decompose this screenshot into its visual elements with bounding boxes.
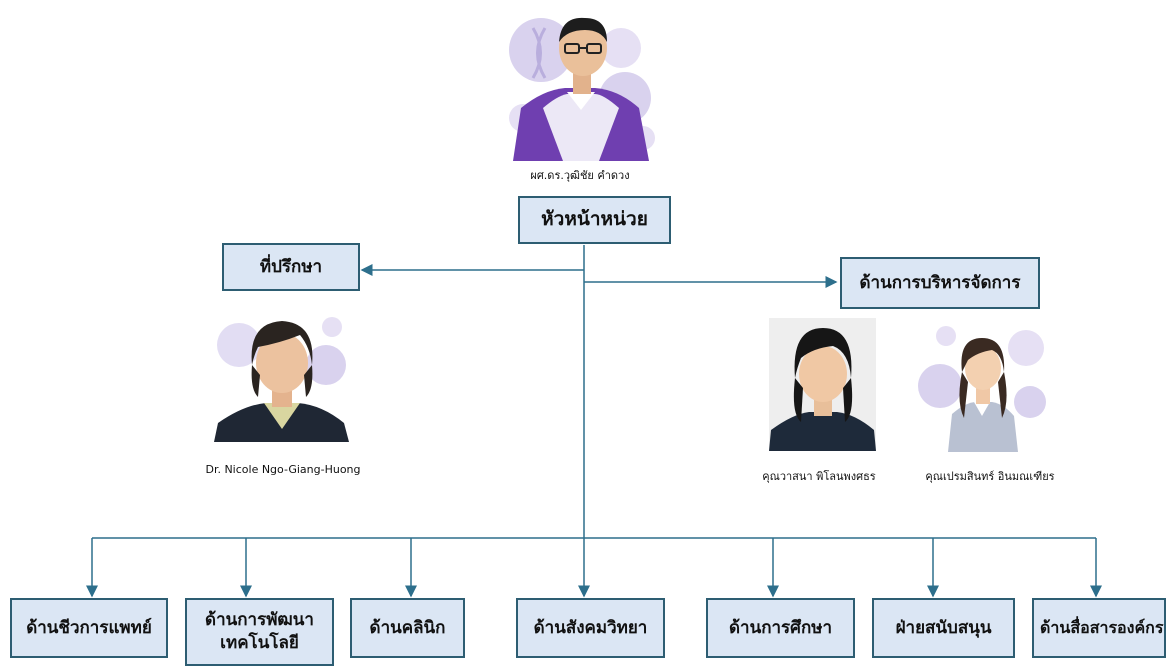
department-sociology: ด้านสังคมวิทยา: [516, 598, 665, 658]
management-box: ด้านการบริหารจัดการ: [840, 257, 1040, 309]
person-portrait-icon: [214, 305, 349, 442]
department-label: ด้านคลินิก: [369, 617, 446, 638]
manager-name-2: คุณเปรมสินทร์ อินมณเฑียร: [925, 470, 1055, 483]
department-biomedical: ด้านชีวการแพทย์: [10, 598, 168, 658]
department-support: ฝ่ายสนับสนุน: [872, 598, 1015, 658]
advisor-name: Dr. Nicole Ngo-Giang-Huong: [205, 463, 361, 476]
head-name: ผศ.ดร.วุฒิชัย คำดวง: [530, 169, 630, 182]
department-label-line2: เทคโนโลยี: [220, 633, 299, 653]
department-label: ฝ่ายสนับสนุน: [895, 617, 992, 638]
department-tech-development: ด้านการพัฒนา เทคโนโลยี: [185, 598, 334, 666]
department-education: ด้านการศึกษา: [706, 598, 855, 658]
person-portrait-icon: [918, 318, 1046, 452]
manager-photo-2: [918, 318, 1046, 452]
department-label: ด้านสังคมวิทยา: [533, 617, 648, 638]
department-label: ด้านสื่อสารองค์กร: [1040, 618, 1164, 638]
department-communications: ด้านสื่อสารองค์กร: [1032, 598, 1166, 658]
head-title-box: หัวหน้าหน่วย: [518, 196, 671, 244]
department-label: ด้านการพัฒนา: [205, 610, 314, 631]
advisor-box: ที่ปรึกษา: [222, 243, 360, 291]
manager-name-1: คุณวาสนา พิโลนพงศธร: [762, 470, 876, 483]
department-label: ด้านการศึกษา: [728, 617, 832, 638]
head-photo: [503, 8, 656, 161]
advisor-photo: [214, 305, 349, 442]
person-portrait-icon: [769, 318, 876, 451]
department-clinical: ด้านคลินิก: [350, 598, 465, 658]
department-label: ด้านชีวการแพทย์: [26, 617, 152, 638]
person-portrait-icon: [503, 8, 656, 161]
manager-photo-1: [769, 318, 876, 451]
